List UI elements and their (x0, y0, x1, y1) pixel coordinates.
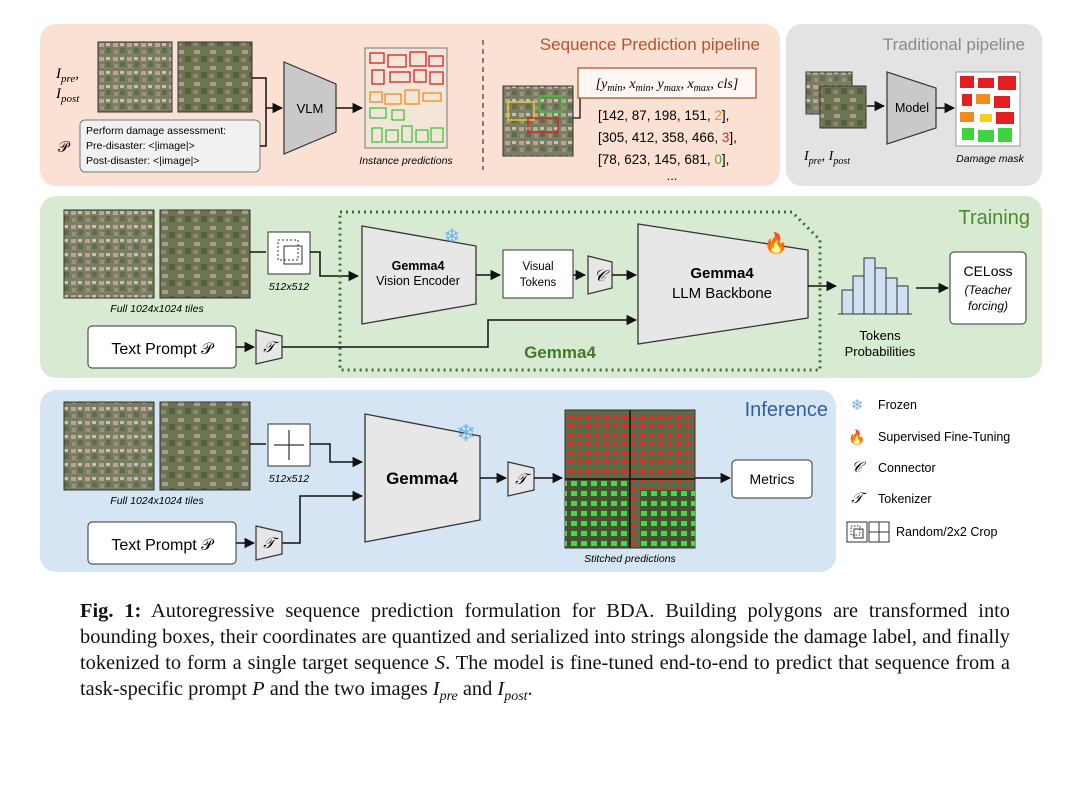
training-title: Training (958, 207, 1030, 229)
caption-i-pre: Ipre (432, 678, 458, 705)
frozen-icon: ❄ (444, 226, 461, 248)
legend-connector-symbol: 𝒞 (852, 460, 867, 476)
infer-tokenizer-block-2 (507, 461, 535, 497)
coord-ellipsis: ... (667, 168, 678, 183)
seq-pipeline-title: Sequence Prediction pipeline (540, 35, 760, 54)
caption-i-post: Ipost (497, 678, 528, 705)
fire-icon: 🔥 (764, 231, 789, 255)
trad-post-thumb (819, 85, 867, 129)
caption-s: S (434, 652, 446, 674)
instance-predictions-image (364, 47, 448, 149)
caption-p: P (252, 678, 265, 700)
traditional-pipeline-panel: Traditional pipeline Model Ipre, Ipost D… (786, 24, 1042, 186)
legend-tokenizer-label: Tokenizer (878, 492, 932, 506)
visual-tokens-line2: Tokens (520, 277, 557, 289)
legend-connector-label: Connector (878, 461, 936, 475)
stitched-caption: Stitched predictions (584, 553, 676, 565)
metrics-box (731, 459, 813, 499)
training-panel: Training Full 1024x1024 tiles 512x512 Ge… (40, 196, 1042, 378)
infer-frozen-icon: ❄ (456, 420, 476, 447)
train-crop-size: 512x512 (269, 281, 309, 293)
celoss-box (949, 251, 1027, 325)
tokens-prob-line2: Probabilities (845, 344, 916, 359)
infer-post-tile (159, 401, 251, 491)
token-probabilities-histogram (838, 257, 912, 315)
legend-sft-label: Supervised Fine-Tuning (878, 430, 1010, 444)
legend-crop-label: Random/2x2 Crop (896, 525, 997, 539)
legend-frozen-label: Frozen (878, 398, 917, 412)
trad-pipeline-title: Traditional pipeline (883, 35, 1025, 54)
infer-tokenizer-block-1 (255, 525, 283, 561)
trad-model-label: Model (895, 101, 929, 115)
seq-input-image (502, 85, 574, 157)
legend: ❄ Frozen 🔥 Supervised Fine-Tuning 𝒞 Conn… (846, 397, 1010, 543)
infer-model-label: Gemma4 (386, 469, 458, 488)
i-pre-label: Ipre, (55, 66, 79, 85)
damage-mask-caption: Damage mask (956, 153, 1024, 165)
legend-fire-icon: 🔥 (848, 429, 865, 446)
instance-predictions-caption: Instance predictions (359, 155, 453, 167)
infer-gemma4-block (364, 413, 481, 543)
vlm-block (283, 61, 337, 155)
legend-frozen-icon: ❄ (851, 397, 864, 414)
caption-text-1: Autoregressive sequence prediction formu… (80, 600, 1010, 674)
caption-text-4: and (457, 678, 498, 700)
damage-mask-image (955, 71, 1021, 147)
gemma4-group-label: Gemma4 (524, 343, 596, 362)
format-header-box (577, 67, 757, 99)
llm-line2: LLM Backbone (672, 285, 772, 302)
vision-encoder-block (361, 225, 477, 325)
prompt-line-3: Post-disaster: <|image|> (86, 155, 199, 167)
celoss-line3: forcing) (968, 299, 1008, 313)
stitched-predictions-image (564, 409, 696, 549)
train-pre-tile (63, 209, 155, 299)
caption-text-3: and the two images (264, 678, 433, 700)
visual-tokens-box (502, 249, 574, 299)
random-crop-icon (267, 231, 311, 275)
llm-backbone-block (637, 223, 809, 345)
figure-caption: Fig. 1: Autoregressive sequence predicti… (80, 598, 1010, 710)
pre-image-thumb (97, 41, 173, 113)
inference-title: Inference (745, 399, 828, 421)
figure-diagram: Sequence Prediction pipeline Ipre, Ipost… (40, 24, 1042, 572)
vision-encoder-line2: Vision Encoder (376, 274, 460, 288)
legend-tokenizer-symbol: 𝒯 (851, 491, 867, 507)
infer-crop-size: 512x512 (269, 473, 309, 485)
infer-pre-tile (63, 401, 155, 491)
post-image-thumb (177, 41, 253, 113)
caption-text-2: . The model is fine-tuned end-to-end to … (80, 652, 1010, 700)
prompt-line-2: Pre-disaster: <|image|> (86, 140, 195, 152)
infer-text-prompt: Text Prompt 𝒫 (111, 537, 215, 554)
celoss-line2: (Teacher (965, 283, 1013, 297)
vlm-label: VLM (297, 101, 324, 116)
prompt-line-1: Perform damage assessment: (86, 125, 226, 137)
train-post-tile (159, 209, 251, 299)
coord-row-1: [142, 87, 198, 151, 2], (598, 108, 729, 123)
celoss-line1: CELoss (963, 263, 1012, 279)
sequence-prediction-panel: Sequence Prediction pipeline Ipre, Ipost… (40, 24, 780, 186)
connector-block (587, 255, 613, 295)
caption-text-5: . (527, 678, 533, 700)
visual-tokens-line1: Visual (522, 261, 553, 273)
train-full-tiles-caption: Full 1024x1024 tiles (110, 303, 204, 315)
i-post-label: Ipost (55, 86, 80, 105)
infer-full-tiles-caption: Full 1024x1024 tiles (110, 495, 204, 507)
p-symbol: 𝒫 (58, 140, 71, 156)
vision-encoder-line1: Gemma4 (392, 259, 445, 273)
legend-crop-icon (846, 521, 890, 543)
coord-row-3: [78, 623, 145, 681, 0], (598, 152, 729, 167)
train-text-prompt: Text Prompt 𝒫 (111, 341, 215, 358)
train-tokenizer-block (255, 329, 283, 365)
inference-panel: Inference Full 1024x1024 tiles 512x512 G… (40, 390, 836, 572)
tokens-prob-line1: Tokens (859, 328, 901, 343)
trad-model-block (886, 71, 937, 145)
coord-row-2: [305, 412, 358, 466, 3], (598, 130, 737, 145)
fig-label: Fig. 1: (80, 600, 142, 622)
metrics-label: Metrics (749, 471, 794, 487)
llm-line1: Gemma4 (690, 265, 754, 282)
